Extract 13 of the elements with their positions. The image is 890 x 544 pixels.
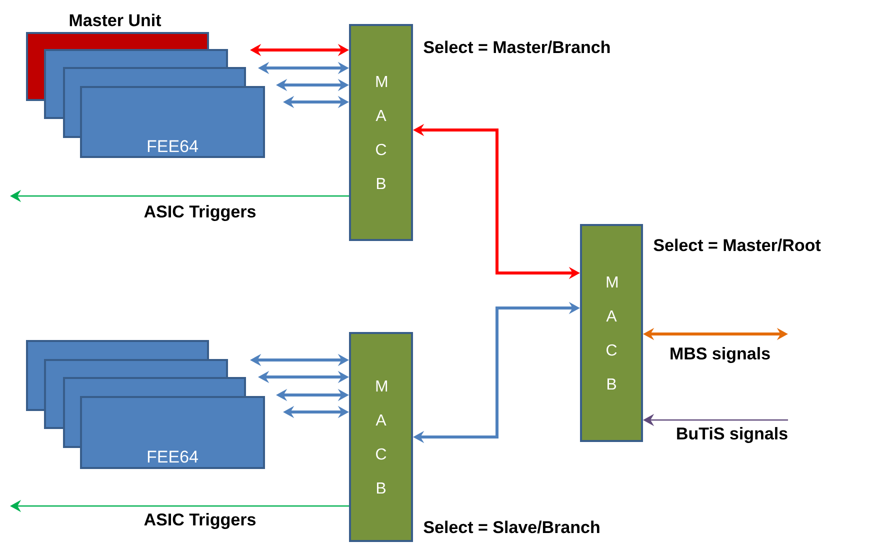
macb-box: M A C B xyxy=(349,332,413,542)
board-box: FEE64 xyxy=(80,396,265,469)
edge-label: ASIC Triggers xyxy=(142,512,258,530)
edge-label: ASIC Triggers xyxy=(142,204,258,222)
edge-label: BuTiS signals xyxy=(674,426,790,444)
select-label: Select = Master/Branch xyxy=(424,40,610,54)
macb-box: M A C B xyxy=(349,24,413,241)
edge-label: MBS signals xyxy=(668,346,772,364)
select-label: Select = Slave/Branch xyxy=(424,520,600,534)
macb-box: M A C B xyxy=(580,224,643,442)
board-box: FEE64 xyxy=(80,86,265,158)
unit-heading: Master Unit xyxy=(70,14,162,26)
select-label: Select = Master/Root xyxy=(654,238,821,252)
